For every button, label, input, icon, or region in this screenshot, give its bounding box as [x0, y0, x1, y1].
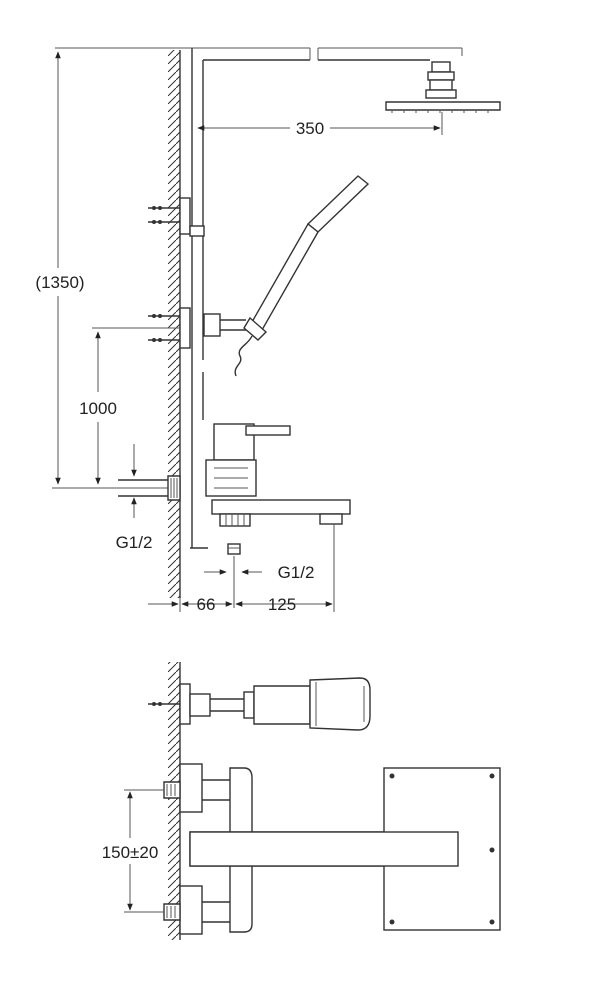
dimension-label-1000: 1000 [79, 399, 117, 418]
dimension-label-g12-inlet: G1/2 [116, 533, 153, 552]
dimension-label-66: 66 [197, 595, 216, 614]
bath-spout [211, 499, 351, 515]
inlet-height-dimension: 1000 [79, 327, 180, 485]
inlet-thread-dimension: G1/2 [116, 444, 153, 552]
dimension-label-125: 125 [268, 595, 296, 614]
outlet-thread-dimension: G1/2 [204, 556, 314, 608]
arm-reach-dimension: 350 [197, 112, 443, 138]
hand-shower [243, 175, 370, 341]
mixer-lever-handle [245, 425, 291, 436]
middle-wall-bracket [148, 307, 246, 349]
top-view-mixer [163, 763, 501, 935]
dimension-label-350: 350 [296, 119, 324, 138]
bath-mixer [205, 423, 351, 555]
top-view: 150±20 [102, 662, 501, 940]
riser-pipe [190, 48, 430, 549]
inlet-spacing-dimension: 150±20 [102, 789, 164, 913]
dimension-label-1350: (1350) [35, 273, 84, 292]
wall-side [168, 50, 181, 598]
upper-wall-bracket [148, 197, 205, 237]
side-view: 350 [35, 47, 501, 614]
top-view-hand-shower [148, 677, 371, 731]
dimension-label-150: 150±20 [102, 843, 159, 862]
shower-hose [234, 335, 253, 377]
dimension-label-g12-outlet: G1/2 [278, 563, 315, 582]
overall-height-dimension: (1350) [35, 51, 180, 489]
horizontal-offset-dimensions: 66 125 [148, 524, 335, 614]
rain-shower-head [385, 61, 501, 113]
inlet-eccentric [118, 475, 181, 501]
